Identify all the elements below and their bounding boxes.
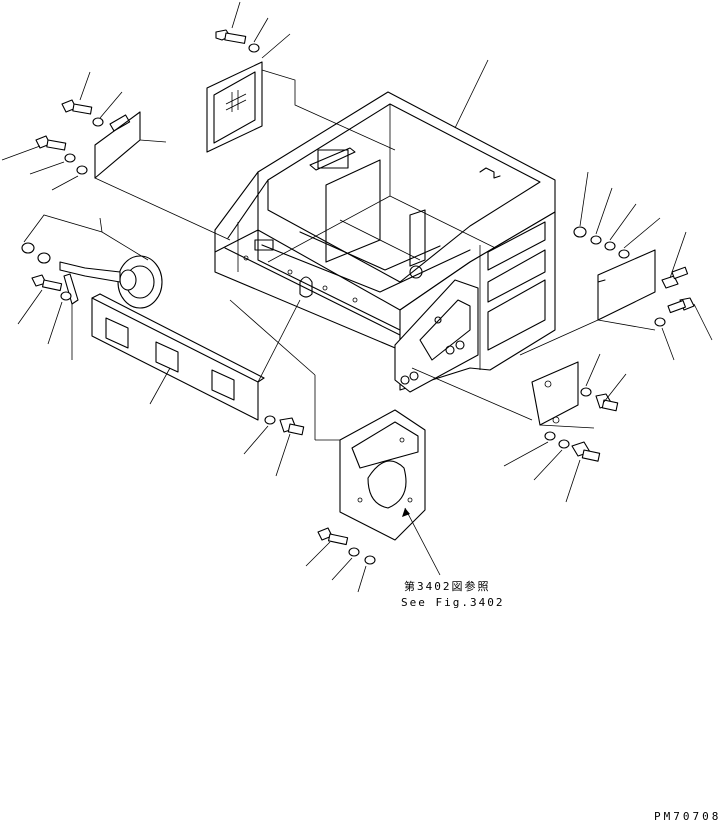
reference-japanese: 第3402図参照 [404,580,491,593]
drawing-code: PM70708 [654,810,720,823]
lower-bracket [229,299,441,593]
bolt-top [215,1,291,59]
cover-plate-lower-right [411,353,627,503]
horn-assembly [17,214,163,360]
main-frame [214,91,556,393]
cover-plate-right [519,171,713,361]
leader-line [454,59,489,129]
reference-english: See Fig.3402 [401,596,505,609]
front-plate [91,293,305,477]
cover-plate-top [206,61,396,153]
bracket-plate-left [1,71,231,241]
